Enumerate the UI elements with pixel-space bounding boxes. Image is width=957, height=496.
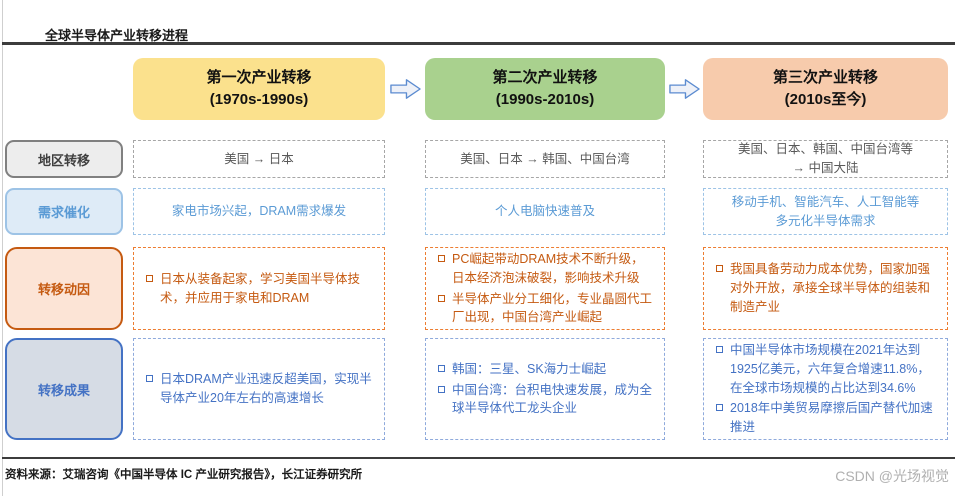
cell-text: 多元化半导体需求 bbox=[775, 213, 876, 228]
bullet-item: 中国半导体市场规模在2021年达到1925亿美元，六年复合增速11.8%，在全球… bbox=[716, 341, 939, 397]
cell-text: 个人电脑快速普及 bbox=[494, 204, 595, 219]
top-divider bbox=[2, 42, 955, 45]
demand-cell-stage1: 家电市场兴起，DRAM需求爆发 bbox=[133, 188, 385, 235]
bullet-text: 2018年中美贸易摩擦后国产替代加速推进 bbox=[730, 401, 933, 435]
motivation-cell-stage1: 日本从装备起家，学习美国半导体技术，并应用于家电和DRAM bbox=[133, 247, 385, 330]
square-bullet-icon bbox=[716, 346, 723, 354]
row-label-transfer-result: 转移成果 bbox=[5, 338, 123, 440]
region-cell-stage3: 美国、日本、韩国、中国台湾等 → 中国大陆 bbox=[703, 140, 948, 178]
bullet-text: 中国半导体市场规模在2021年达到1925亿美元，六年复合增速11.8%，在全球… bbox=[730, 343, 930, 395]
row-label-transfer-motivation: 转移动因 bbox=[5, 247, 123, 330]
square-bullet-icon bbox=[146, 375, 153, 383]
bullet-item: 2018年中美贸易摩擦后国产替代加速推进 bbox=[716, 399, 939, 437]
watermark: CSDN @光场视觉 bbox=[835, 468, 949, 484]
stage-2-header: 第二次产业转移 (1990s-2010s) bbox=[425, 58, 665, 120]
square-bullet-icon bbox=[716, 404, 723, 412]
stage-2-title: 第二次产业转移 bbox=[492, 69, 598, 87]
row-label-region-transfer: 地区转移 bbox=[5, 140, 123, 178]
stage-arrow-1 bbox=[385, 58, 425, 120]
demand-cell-stage2: 个人电脑快速普及 bbox=[425, 188, 665, 235]
square-bullet-icon bbox=[438, 255, 445, 262]
cell-text: → 中国大陆 bbox=[792, 161, 859, 175]
square-bullet-icon bbox=[438, 385, 445, 393]
cell-text: 美国、日本、韩国、中国台湾等 bbox=[737, 142, 913, 157]
result-cell-stage1: 日本DRAM产业迅速反超美国，实现半导体产业20年左右的高速增长 bbox=[133, 338, 385, 440]
bullet-text: 日本DRAM产业迅速反超美国，实现半导体产业20年左右的高速增长 bbox=[160, 372, 372, 405]
bullet-item: 日本DRAM产业迅速反超美国，实现半导体产业20年左右的高速增长 bbox=[146, 370, 376, 408]
stage-3-period: (2010s至今) bbox=[784, 91, 867, 108]
stage-3-header: 第三次产业转移 (2010s至今) bbox=[703, 58, 948, 120]
row-label-demand-catalyst: 需求催化 bbox=[5, 188, 123, 235]
transfer-diagram: 第一次产业转移 (1970s-1990s) 第二次产业转移 (1990s-201… bbox=[5, 58, 948, 440]
square-bullet-icon bbox=[438, 294, 445, 302]
cell-text: 家电市场兴起，DRAM需求爆发 bbox=[171, 204, 347, 219]
motivation-cell-stage3: 我国具备劳动力成本优势，国家加强对外开放，承接全球半导体的组装和制造产业 bbox=[703, 247, 948, 330]
cell-text: 美国、日本 → 韩国、中国台湾 bbox=[460, 151, 630, 166]
bullet-text: PC崛起带动DRAM技术不断升级，日本经济泡沫破裂，影响技术升级 bbox=[452, 252, 644, 285]
arrow-right-icon bbox=[389, 79, 421, 99]
stage-1-header: 第一次产业转移 (1970s-1990s) bbox=[133, 58, 385, 120]
region-cell-stage1: 美国 → 日本 bbox=[133, 140, 385, 178]
bullet-item: 韩国：三星、SK海力士崛起 bbox=[438, 360, 656, 379]
arrow-right-icon bbox=[668, 79, 700, 99]
bullet-text: 中国台湾：台积电快速发展，成为全球半导体代工龙头企业 bbox=[452, 382, 653, 416]
square-bullet-icon bbox=[438, 364, 445, 372]
bullet-item: 半导体产业分工细化，专业晶圆代工厂出现，中国台湾产业崛起 bbox=[438, 290, 656, 328]
bullet-item: 我国具备劳动力成本优势，国家加强对外开放，承接全球半导体的组装和制造产业 bbox=[716, 260, 939, 316]
region-cell-stage2: 美国、日本 → 韩国、中国台湾 bbox=[425, 140, 665, 178]
bullet-text: 日本从装备起家，学习美国半导体技术，并应用于家电和DRAM bbox=[160, 271, 361, 305]
cell-text: 美国 → 日本 bbox=[224, 151, 294, 166]
stage-1-title: 第一次产业转移 bbox=[206, 69, 312, 87]
stage-arrow-2 bbox=[665, 58, 703, 120]
bullet-text: 我国具备劳动力成本优势，国家加强对外开放，承接全球半导体的组装和制造产业 bbox=[730, 262, 931, 314]
stage-2-period: (1990s-2010s) bbox=[495, 91, 595, 108]
result-cell-stage3: 中国半导体市场规模在2021年达到1925亿美元，六年复合增速11.8%，在全球… bbox=[703, 338, 948, 440]
stage-3-title: 第三次产业转移 bbox=[772, 69, 878, 87]
demand-cell-stage3: 移动手机、智能汽车、人工智能等 多元化半导体需求 bbox=[703, 188, 948, 235]
bullet-text: 韩国：三星、SK海力士崛起 bbox=[452, 361, 607, 376]
bullet-text: 半导体产业分工细化，专业晶圆代工厂出现，中国台湾产业崛起 bbox=[452, 291, 653, 325]
square-bullet-icon bbox=[716, 265, 723, 273]
square-bullet-icon bbox=[146, 274, 153, 282]
bottom-divider bbox=[2, 457, 955, 459]
left-border-line bbox=[2, 0, 3, 496]
bullet-item: PC崛起带动DRAM技术不断升级，日本经济泡沫破裂，影响技术升级 bbox=[438, 250, 656, 288]
bullet-item: 中国台湾：台积电快速发展，成为全球半导体代工龙头企业 bbox=[438, 381, 656, 419]
page-title: 全球半导体产业转移进程 bbox=[45, 28, 189, 43]
cell-text: 移动手机、智能汽车、人工智能等 bbox=[731, 194, 920, 209]
stage-1-period: (1970s-1990s) bbox=[209, 91, 309, 108]
bullet-item: 日本从装备起家，学习美国半导体技术，并应用于家电和DRAM bbox=[146, 270, 376, 308]
motivation-cell-stage2: PC崛起带动DRAM技术不断升级，日本经济泡沫破裂，影响技术升级 半导体产业分工… bbox=[425, 247, 665, 330]
source-note: 资料来源：艾瑞咨询《中国半导体 IC 产业研究报告》，长江证券研究所 bbox=[5, 469, 363, 481]
result-cell-stage2: 韩国：三星、SK海力士崛起 中国台湾：台积电快速发展，成为全球半导体代工龙头企业 bbox=[425, 338, 665, 440]
